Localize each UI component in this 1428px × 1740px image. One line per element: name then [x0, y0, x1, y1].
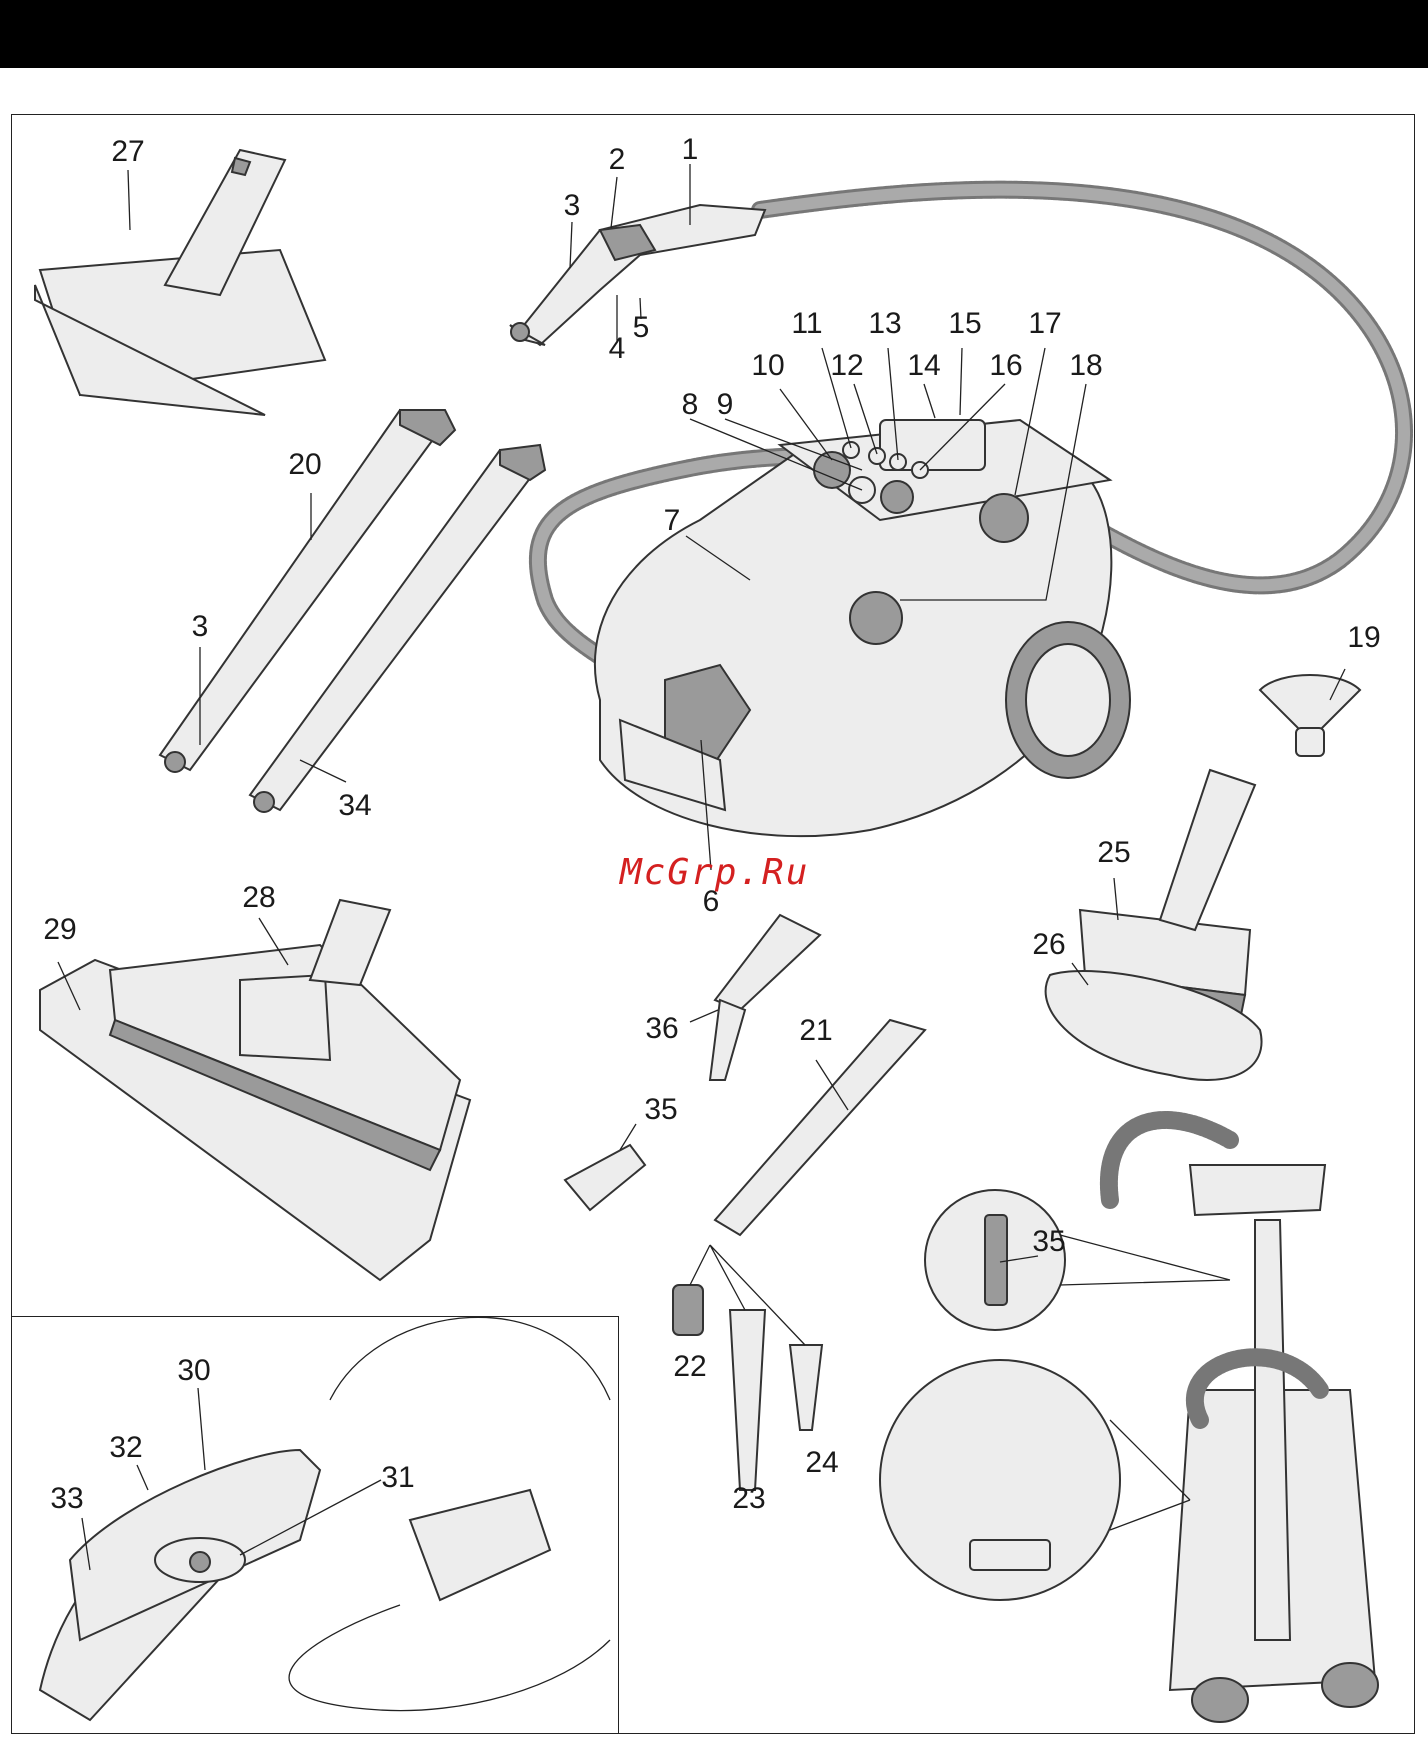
callout-7: 7	[664, 506, 681, 536]
callout-9: 9	[717, 390, 734, 420]
callout-35-detail: 35	[1032, 1227, 1065, 1257]
callout-1: 1	[682, 135, 699, 165]
callout-4: 4	[609, 334, 626, 364]
callout-3-gun: 3	[564, 191, 581, 221]
extension-tubes	[160, 410, 545, 812]
callout-18: 18	[1069, 351, 1102, 381]
small-accessories	[565, 915, 925, 1490]
callout-29: 29	[43, 915, 76, 945]
callout-25: 25	[1097, 838, 1130, 868]
steam-iron	[40, 1317, 610, 1720]
callout-17: 17	[1028, 309, 1061, 339]
callout-32: 32	[109, 1433, 142, 1463]
callout-26: 26	[1032, 930, 1065, 960]
callout-10: 10	[751, 351, 784, 381]
callout-22: 22	[673, 1352, 706, 1382]
steam-unit-body	[595, 420, 1130, 836]
upright-stand	[1109, 1120, 1378, 1722]
callout-3-tube: 3	[192, 612, 209, 642]
callout-31: 31	[381, 1463, 414, 1493]
callout-35-clip: 35	[644, 1095, 677, 1125]
callout-5: 5	[633, 313, 650, 343]
callout-27: 27	[111, 137, 144, 167]
floor-nozzle	[40, 900, 470, 1280]
callout-16: 16	[989, 351, 1022, 381]
callout-34: 34	[338, 791, 371, 821]
callout-11: 11	[791, 309, 822, 339]
callout-8: 8	[682, 390, 699, 420]
callout-33: 33	[50, 1484, 83, 1514]
hand-nozzle	[1046, 770, 1262, 1080]
funnel	[1260, 675, 1360, 756]
callout-21: 21	[799, 1016, 832, 1046]
callout-13: 13	[868, 309, 901, 339]
callout-23: 23	[732, 1484, 765, 1514]
callout-19: 19	[1347, 623, 1380, 653]
callout-28: 28	[242, 883, 275, 913]
callout-30: 30	[177, 1356, 210, 1386]
callout-20: 20	[288, 450, 321, 480]
callout-36: 36	[645, 1014, 678, 1044]
callout-24: 24	[805, 1448, 838, 1478]
callout-2: 2	[609, 145, 626, 175]
window-nozzle	[35, 150, 325, 415]
callout-12: 12	[830, 351, 863, 381]
callout-14: 14	[907, 351, 940, 381]
watermark: McGrp.Ru	[620, 852, 809, 893]
callout-15: 15	[948, 309, 981, 339]
